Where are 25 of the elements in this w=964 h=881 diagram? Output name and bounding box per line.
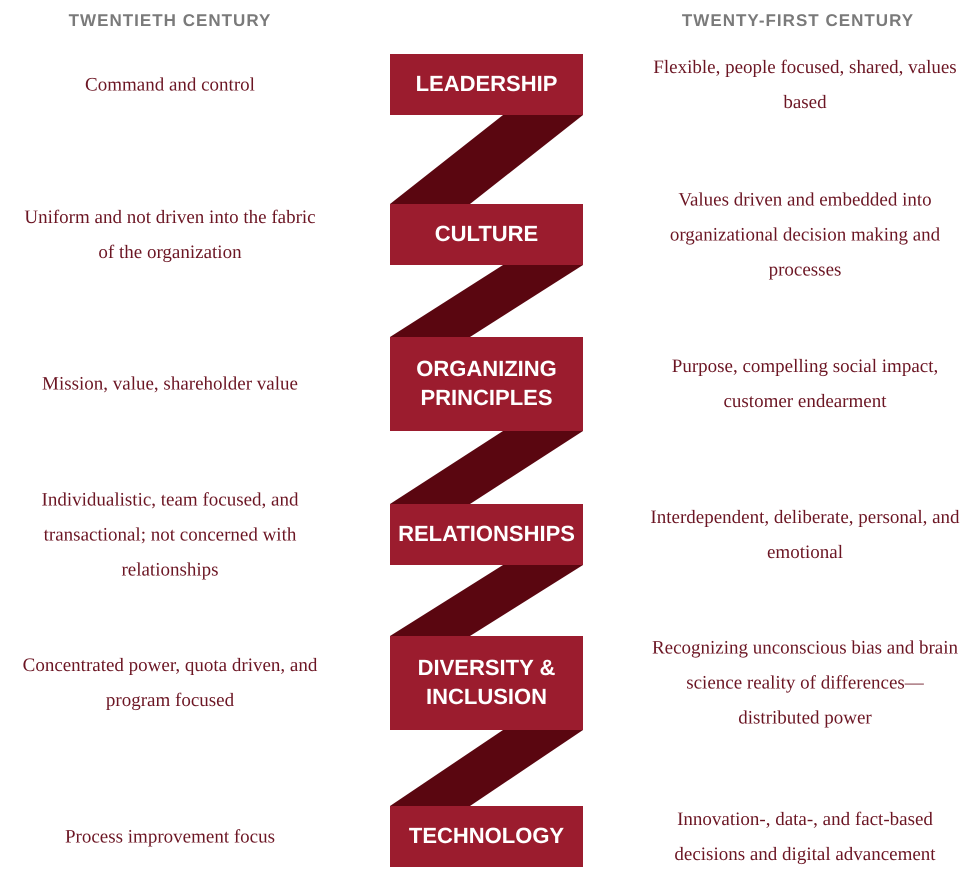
column-heading: TWENTY-FIRST CENTURY — [682, 10, 914, 32]
twenty-first-century-text: Flexible, people focused, shared, values based — [652, 56, 958, 114]
ribbon-connector — [390, 265, 583, 337]
twentieth-century-text: Command and control — [84, 73, 256, 97]
category-box: CULTURE — [390, 204, 583, 265]
column-heading: TWENTIETH CENTURY — [68, 10, 272, 32]
category-box: DIVERSITY & INCLUSION — [390, 636, 583, 730]
twenty-first-century-text: Values driven and embedded into organizational decision making and processes — [668, 188, 942, 282]
twentieth-century-text: Process improvement focus — [64, 825, 276, 849]
twenty-first-century-text: Innovation-, data-, and fact-based decisions and digital advancement — [673, 808, 937, 866]
ribbon-connector — [390, 115, 583, 204]
twentieth-century-text: Individualistic, team focused, and transactional; not concerned with relationships — [40, 488, 300, 582]
twentieth-century-text: Uniform and not driven into the fabric of the organization — [23, 206, 317, 264]
category-box: TECHNOLOGY — [390, 806, 583, 867]
ribbon-connector — [390, 565, 583, 636]
category-box: RELATIONSHIPS — [390, 504, 583, 565]
ribbon-connector — [390, 431, 583, 504]
twenty-first-century-text: Recognizing unconscious bias and brain science reality of differences—distributed power — [650, 636, 960, 730]
twenty-first-century-text: Interdependent, deliberate, personal, and emotional — [649, 506, 961, 564]
twentieth-century-text: Concentrated power, quota driven, and program focused — [22, 654, 318, 713]
twentieth-century-text: Mission, value, shareholder value — [41, 372, 299, 396]
ribbon-connector — [390, 730, 583, 806]
category-box: ORGANIZING PRINCIPLES — [390, 337, 583, 431]
twenty-first-century-text: Purpose, compelling social impact, customer endearment — [670, 355, 940, 414]
category-box: LEADERSHIP — [390, 54, 583, 115]
